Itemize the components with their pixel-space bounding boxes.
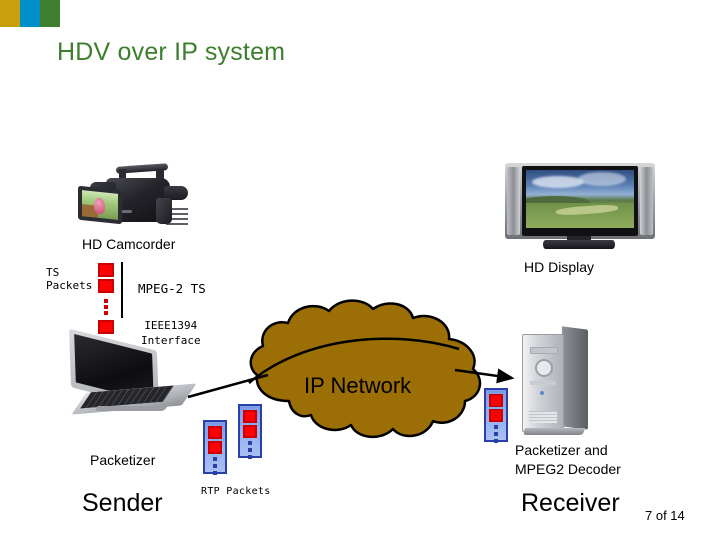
rtp-packets-label: RTP Packets [201, 486, 271, 497]
ts-packets-label: TS Packets [46, 266, 93, 292]
laptop-front-edge [94, 406, 168, 411]
ellipsis-dot [248, 455, 252, 459]
sender-label: Sender [82, 489, 163, 517]
tv-speaker-right [640, 167, 653, 235]
camcorder-viewfinder [164, 186, 188, 200]
tv-screen-cloud [578, 172, 626, 186]
ts-stream-divider-line [121, 262, 123, 318]
pc-front-panel [522, 334, 564, 432]
ellipsis-dot [104, 305, 108, 309]
rtp-payload-block [243, 425, 257, 438]
ts-packet-stack [98, 263, 116, 336]
ellipsis-dot [104, 311, 108, 315]
pc-status-led [540, 391, 544, 395]
laptop-image [62, 328, 197, 416]
tv-bezel [522, 166, 638, 236]
ellipsis-dot [213, 471, 217, 475]
camcorder-button-row [166, 208, 188, 210]
header-accent-bars [0, 0, 60, 27]
rtp-packet [484, 388, 508, 443]
page-number: 7 of 14 [645, 508, 685, 523]
tv-screen-cloud [532, 176, 584, 188]
rtp-payload-block [489, 409, 503, 422]
ellipsis-dot [213, 464, 217, 468]
ip-network-cloud [243, 297, 493, 445]
ellipsis-dot [494, 439, 498, 443]
ieee1394-interface-label: IEEE1394 Interface [141, 319, 201, 347]
camcorder-handle-post-left [119, 169, 126, 182]
ts-packet-ellipsis [98, 295, 114, 320]
rtp-payload-block [208, 426, 222, 439]
ellipsis-dot [494, 425, 498, 429]
packetizer-decoder-label: Packetizer and MPEG2 Decoder [515, 442, 621, 477]
camcorder-handle-post-right [156, 169, 164, 182]
rtp-packet [203, 420, 227, 475]
camcorder-lcd-screen [82, 190, 118, 220]
mpeg2-ts-label: MPEG-2 TS [138, 281, 206, 296]
hd-display-image [505, 163, 655, 253]
camcorder-button-row [166, 218, 188, 220]
hd-display-label: HD Display [524, 259, 595, 275]
tv-stand-base [543, 240, 615, 249]
pc-tower-image [522, 326, 594, 438]
ellipsis-dot [248, 441, 252, 445]
packetizer-label: Packetizer [90, 452, 156, 468]
pc-vent-grill [529, 411, 557, 423]
camcorder-button-row [166, 223, 188, 225]
tv-screen [526, 170, 634, 228]
receiver-label: Receiver [521, 489, 620, 517]
camcorder-button-row [166, 213, 188, 215]
pc-side-panel [562, 326, 588, 430]
accent-bar-gold [0, 0, 20, 27]
rtp-payload-block [208, 441, 222, 454]
ellipsis-dot [494, 432, 498, 436]
rtp-payload-block [489, 394, 503, 407]
tv-stand-neck [567, 236, 591, 242]
page-title: HDV over IP system [57, 38, 286, 66]
accent-bar-green [40, 0, 60, 27]
pc-optical-drive [530, 347, 558, 354]
ellipsis-dot [213, 457, 217, 461]
rtp-packet [238, 404, 262, 459]
ts-packet [98, 320, 114, 334]
accent-bar-blue [20, 0, 40, 27]
pc-power-button [535, 359, 553, 377]
pc-floppy-slot [530, 381, 556, 385]
camcorder-lcd-subject [94, 197, 105, 215]
hd-camcorder-label: HD Camcorder [82, 236, 176, 252]
camcorder-button-panel [164, 206, 194, 232]
ellipsis-dot [104, 299, 108, 303]
tv-speaker-left [507, 167, 520, 235]
rtp-payload-block [243, 410, 257, 423]
ts-packet [98, 279, 114, 293]
ellipsis-dot [248, 448, 252, 452]
camcorder-lcd-panel [78, 185, 122, 225]
camcorder-grip [156, 198, 172, 224]
ip-network-label: IP Network [304, 373, 412, 398]
ts-packet [98, 263, 114, 277]
hd-camcorder-image [72, 160, 190, 230]
pc-base-stand [522, 428, 586, 435]
